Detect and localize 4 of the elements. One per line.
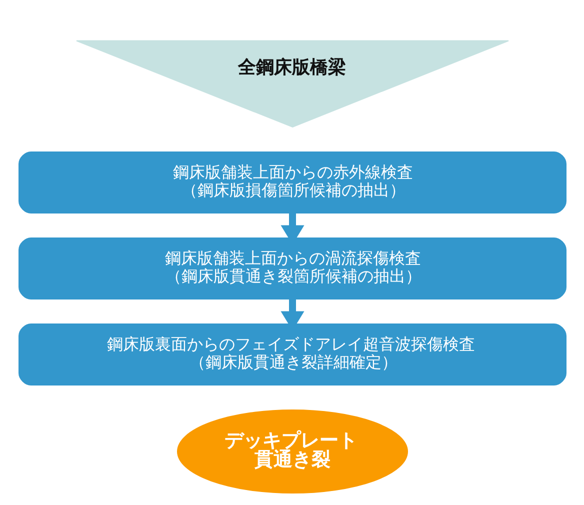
- node-ellipse: デッキプレート貫通き裂: [176, 410, 408, 494]
- node-box: 鋼床版裏面からのフェイズドアレイ超音波探傷検査 （鋼床版貫通き裂詳細確定）: [18, 324, 566, 386]
- node-box: 鋼床版舗装上面からの赤外線検査 （鋼床版損傷箇所候補の抽出）: [18, 152, 566, 214]
- node-box: 鋼床版舗装上面からの渦流探傷検査 （鋼床版貫通き裂箇所候補の抽出）: [18, 238, 566, 300]
